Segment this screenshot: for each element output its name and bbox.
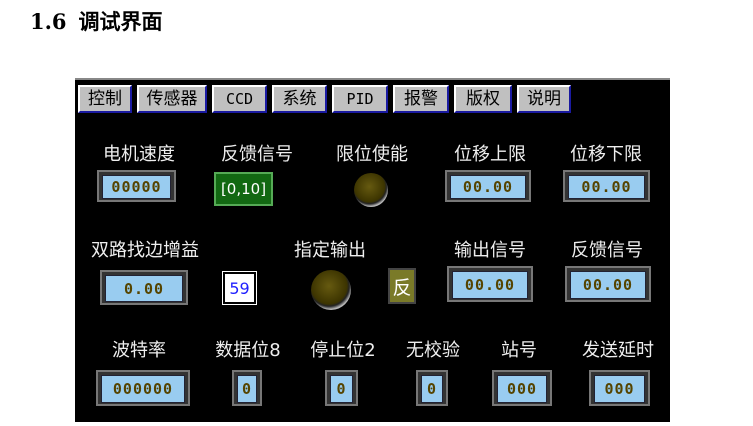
- feedback-signal-value: 00.00: [570, 271, 646, 299]
- baud-label: 波特率: [112, 340, 166, 361]
- station-label: 站号: [501, 340, 537, 361]
- parity-label: 无校验: [406, 340, 460, 361]
- section-number: 1.6: [30, 9, 67, 34]
- delay-field[interactable]: 000: [589, 370, 650, 406]
- section-heading: 1.6 调试界面: [30, 6, 175, 36]
- feedback-signal-label: 反馈信号: [571, 240, 643, 261]
- station-field[interactable]: 000: [492, 370, 552, 406]
- set-output-label: 指定输出: [294, 240, 366, 261]
- stop-bits-label: 停止位2: [310, 340, 376, 361]
- limit-enable-lamp-icon[interactable]: [354, 173, 388, 207]
- baud-value: 000000: [101, 375, 185, 403]
- disp-lower-label: 位移下限: [570, 144, 642, 165]
- stop-bits-value: 0: [330, 375, 353, 403]
- delay-value: 000: [594, 375, 645, 403]
- data-bits-value: 0: [237, 375, 257, 403]
- baud-field[interactable]: 000000: [96, 370, 190, 406]
- disp-lower-value: 00.00: [568, 175, 645, 199]
- feedback-signal-field[interactable]: 00.00: [565, 266, 651, 302]
- motor-speed-value: 00000: [102, 175, 171, 199]
- parity-field[interactable]: 0: [416, 370, 448, 406]
- output-signal-label: 输出信号: [454, 240, 526, 261]
- hmi-panel: 控制 传感器 CCD 系统 PID 报警 版权 说明 电机速度 00000 反馈…: [75, 78, 670, 422]
- limit-enable-label: 限位使能: [336, 144, 408, 165]
- tab-copyright[interactable]: 版权: [454, 85, 512, 113]
- gain-label: 双路找边增益: [91, 240, 199, 261]
- tab-sensor[interactable]: 传感器: [137, 85, 207, 113]
- gain-value: 0.00: [105, 275, 183, 302]
- data-bits-label: 数据位8: [215, 340, 281, 361]
- tab-help[interactable]: 说明: [517, 85, 571, 113]
- feedback-range-button[interactable]: [0,10]: [214, 172, 273, 206]
- section-title: 调试界面: [78, 9, 163, 34]
- tab-system[interactable]: 系统: [272, 85, 327, 113]
- tab-ccd[interactable]: CCD: [212, 85, 267, 113]
- tab-control[interactable]: 控制: [78, 85, 132, 113]
- parity-value: 0: [421, 375, 443, 403]
- gain-field[interactable]: 0.00: [100, 270, 188, 305]
- reverse-button[interactable]: 反: [388, 268, 416, 304]
- tab-alarm[interactable]: 报警: [393, 85, 449, 113]
- motor-speed-label: 电机速度: [103, 144, 175, 165]
- disp-upper-label: 位移上限: [454, 144, 526, 165]
- disp-upper-field[interactable]: 00.00: [445, 170, 531, 202]
- delay-label: 发送延时: [582, 340, 654, 361]
- tab-pid[interactable]: PID: [332, 85, 388, 113]
- motor-speed-field[interactable]: 00000: [97, 170, 176, 202]
- output-signal-field[interactable]: 00.00: [447, 266, 533, 302]
- disp-lower-field[interactable]: 00.00: [563, 170, 650, 202]
- data-bits-field[interactable]: 0: [232, 370, 262, 406]
- station-value: 000: [497, 375, 547, 403]
- feedback-label: 反馈信号: [221, 144, 293, 165]
- stop-bits-field[interactable]: 0: [325, 370, 358, 406]
- disp-upper-value: 00.00: [450, 175, 526, 199]
- output-signal-value: 00.00: [452, 271, 528, 299]
- numeric-display[interactable]: 59: [222, 271, 257, 305]
- set-output-lamp-icon[interactable]: [311, 270, 351, 310]
